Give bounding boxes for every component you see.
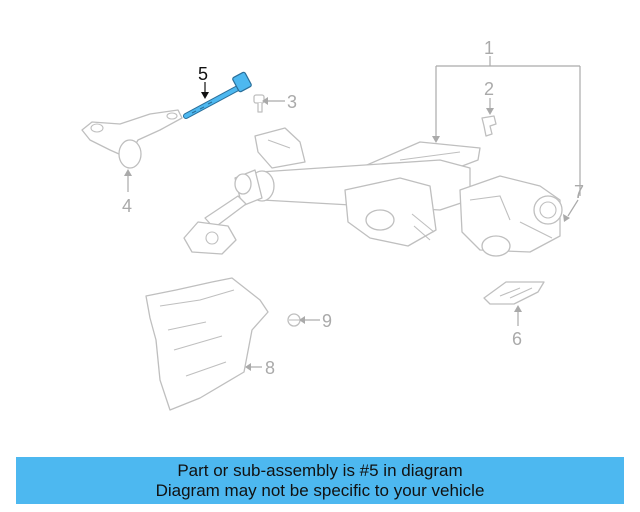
banner-line-disclaimer: Diagram may not be specific to your vehi… <box>155 480 485 500</box>
part-6-bracket[interactable] <box>483 281 545 305</box>
part-2-fastener[interactable] <box>481 115 497 137</box>
callout-9: 9 <box>322 311 332 331</box>
callout-5: 5 <box>198 64 208 84</box>
part-4-bracket[interactable] <box>81 109 183 169</box>
part-3-clip[interactable] <box>253 94 265 113</box>
parts-diagram: 1 2 3 4 5 6 7 8 9 <box>81 38 584 411</box>
callout-leaders <box>124 56 581 371</box>
info-banner: Part or sub-assembly is #5 in diagram Di… <box>16 457 624 504</box>
part-8-cover[interactable] <box>145 277 269 411</box>
callout-2: 2 <box>484 79 494 99</box>
callout-6: 6 <box>512 329 522 349</box>
part-1-steering-column[interactable] <box>183 127 563 257</box>
part-9-grommet[interactable] <box>287 313 301 327</box>
callout-3: 3 <box>287 92 297 112</box>
callout-7: 7 <box>574 182 584 202</box>
banner-line-part: Part or sub-assembly is #5 in diagram <box>177 460 463 480</box>
callout-1: 1 <box>484 38 494 58</box>
callout-4: 4 <box>122 196 132 216</box>
part-5-bolt-highlighted[interactable] <box>183 71 252 119</box>
callout-8: 8 <box>265 358 275 378</box>
